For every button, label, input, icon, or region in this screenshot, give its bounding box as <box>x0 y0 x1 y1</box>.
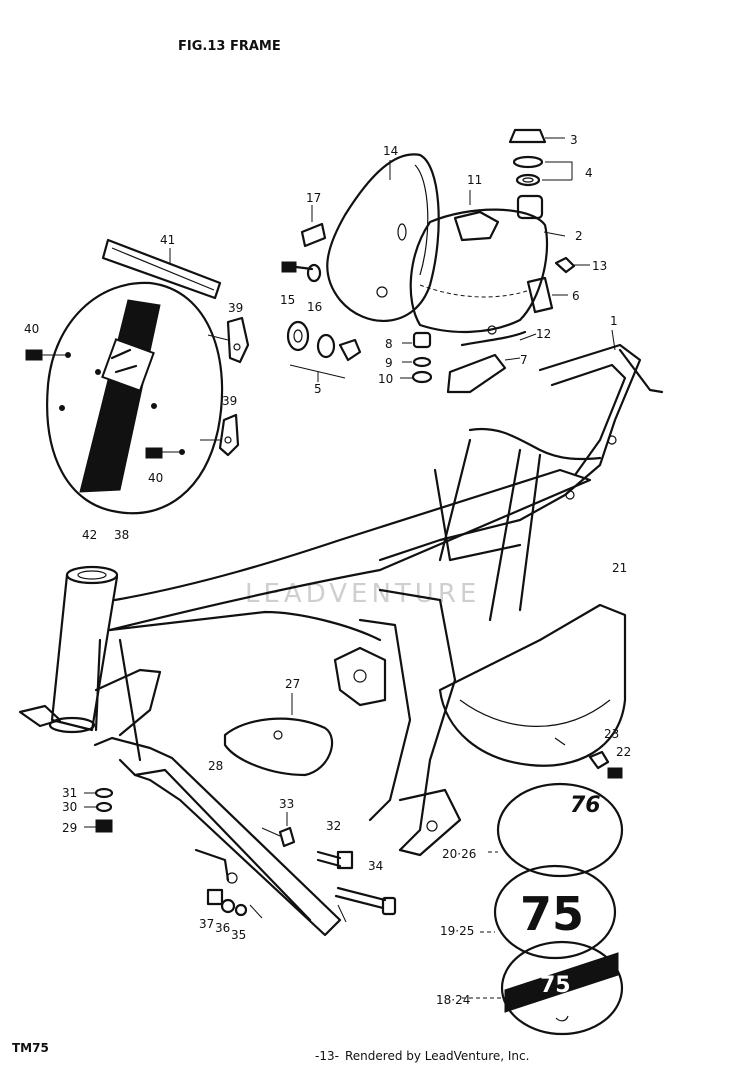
callout-29: 29 <box>62 821 77 835</box>
bracket-39-upper <box>226 316 250 364</box>
callout-27: 27 <box>285 677 300 691</box>
callout-9: 9 <box>385 356 393 370</box>
bracket-39-lower <box>218 413 240 457</box>
callout-23: 23 <box>604 727 619 741</box>
plate-number-76: 76 <box>570 793 601 818</box>
plate-logo-icon <box>101 338 155 392</box>
callout-42: 42 <box>82 528 97 542</box>
callout-21: 21 <box>612 561 627 575</box>
callout-16: 16 <box>307 300 322 314</box>
main-frame <box>18 343 664 857</box>
cap-gasket <box>512 155 544 169</box>
stand-arm <box>93 736 342 937</box>
callout-20-26: 20·26 <box>442 847 476 861</box>
nut-33 <box>278 826 296 848</box>
callout-13: 13 <box>592 259 607 273</box>
washer-31 <box>94 787 114 799</box>
callout-39-upper: 39 <box>228 301 243 315</box>
callout-35: 35 <box>231 928 246 942</box>
side-cover <box>326 153 440 322</box>
callout-37: 37 <box>199 917 214 931</box>
plate-number-75-large: 75 <box>520 887 584 941</box>
plate-number-75-small: 75 <box>540 973 571 998</box>
nut-10 <box>411 370 433 384</box>
callout-39-lower: 39 <box>222 394 237 408</box>
callout-15: 15 <box>280 293 295 307</box>
plate-stripe <box>79 299 161 493</box>
callout-12: 12 <box>536 327 551 341</box>
bolt-13 <box>554 256 576 274</box>
callout-7: 7 <box>520 353 528 367</box>
callout-38: 38 <box>114 528 129 542</box>
callout-28: 28 <box>208 759 223 773</box>
callout-22: 22 <box>616 745 631 759</box>
screw-15 <box>281 261 297 273</box>
callout-8: 8 <box>385 337 393 351</box>
callout-5: 5 <box>314 382 322 396</box>
watermark: LEADVENTURE <box>245 579 480 609</box>
footer-credit: Rendered by LeadVenture, Inc. <box>345 1049 529 1063</box>
callout-11: 11 <box>467 173 482 187</box>
footer-page-number: -13- <box>315 1049 339 1063</box>
oil-cap <box>508 128 547 187</box>
number-plate-19-25: 75 <box>493 864 617 960</box>
front-number-plate <box>46 281 224 515</box>
callout-30: 30 <box>62 800 77 814</box>
callout-2: 2 <box>575 229 583 243</box>
callout-1: 1 <box>610 314 618 328</box>
callout-17: 17 <box>306 191 321 205</box>
engine-guard <box>438 603 627 767</box>
oil-tank <box>409 194 549 335</box>
washer-30 <box>95 801 113 813</box>
callout-36: 36 <box>215 921 230 935</box>
bolt-8 <box>412 331 432 349</box>
nut-35 <box>234 903 248 917</box>
grommet-17 <box>300 222 327 248</box>
callout-4: 4 <box>585 166 593 180</box>
under-guard <box>223 717 334 777</box>
washer-23 <box>588 750 610 770</box>
bolt-40-upper <box>25 349 43 361</box>
part-37 <box>206 888 224 906</box>
footer-model: TM75 <box>12 1041 49 1055</box>
washer-16 <box>306 263 322 283</box>
hose-12 <box>460 330 527 347</box>
callout-3: 3 <box>570 133 578 147</box>
callout-14: 14 <box>383 144 398 158</box>
bolt-34 <box>316 850 342 868</box>
figure-title: FIG.13 FRAME <box>178 39 281 54</box>
plate-strap <box>101 238 222 300</box>
callout-10: 10 <box>378 372 393 386</box>
bolt-29 <box>95 819 113 833</box>
number-plate-18-24: 75 <box>500 940 624 1036</box>
bolt-40-lower <box>145 447 163 459</box>
callout-34: 34 <box>368 859 383 873</box>
pad-6 <box>526 276 554 314</box>
callout-33: 33 <box>279 797 294 811</box>
callout-40-lower: 40 <box>148 471 163 485</box>
bushing-5 <box>286 320 310 352</box>
callout-19-25: 19·25 <box>440 924 474 938</box>
callout-18-24: 18·24 <box>436 993 470 1007</box>
callout-6: 6 <box>572 289 580 303</box>
callout-labels: 1 2 3 4 5 6 7 8 9 10 11 12 13 14 15 16 1… <box>24 133 631 1007</box>
callout-41: 41 <box>160 233 175 247</box>
callout-40-upper: 40 <box>24 322 39 336</box>
washer-9 <box>412 356 432 368</box>
callout-32: 32 <box>326 819 341 833</box>
bolt-22 <box>607 767 623 779</box>
washer-36 <box>220 898 236 914</box>
number-plate-20-26: 76 <box>496 782 624 878</box>
callout-31: 31 <box>62 786 77 800</box>
cap-seal <box>515 173 541 187</box>
bracket-7 <box>446 353 507 394</box>
bolt-lower <box>334 886 387 910</box>
